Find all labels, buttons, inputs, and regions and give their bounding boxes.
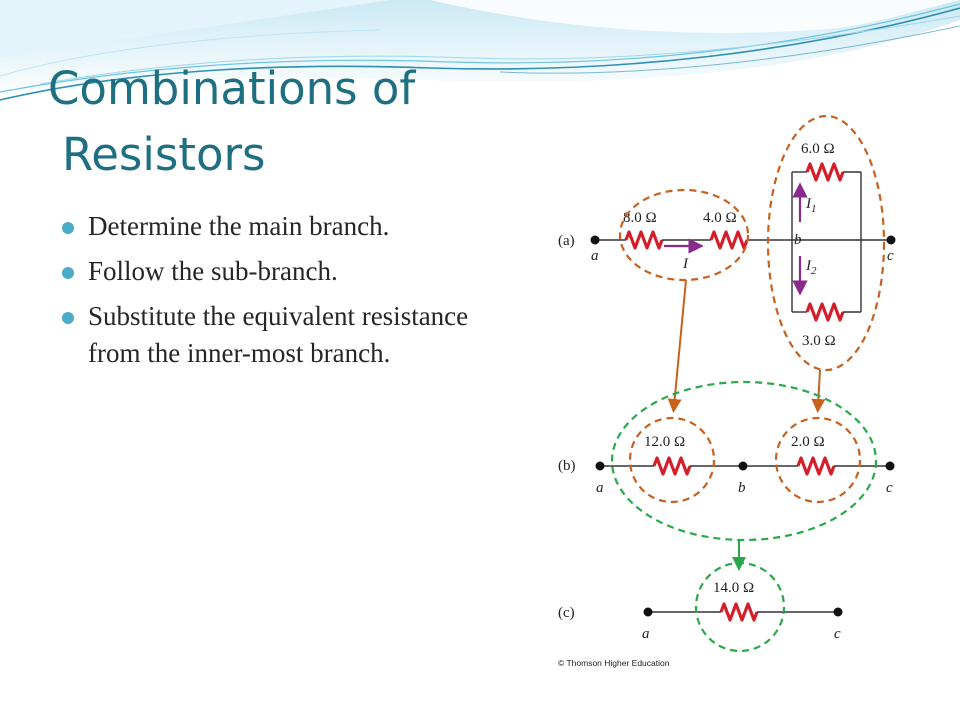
- resistor-12-circle: [628, 416, 716, 504]
- title-line-1: Combinations of: [48, 62, 416, 115]
- panel-label-c: (c): [558, 605, 575, 621]
- node-c-label: c: [886, 480, 893, 496]
- current-i1-label: I1: [805, 196, 817, 215]
- node-c: [885, 461, 895, 471]
- resistor-2-circle: [774, 416, 862, 504]
- bullet-item: Follow the sub-branch.: [62, 253, 482, 290]
- bullet-text: Determine the main branch.: [88, 211, 390, 241]
- panel-label-b: (b): [558, 458, 576, 474]
- node-a: [643, 607, 653, 617]
- current-i-label: I: [682, 256, 689, 272]
- reduction-arrow-series: [667, 279, 687, 413]
- node-a: [595, 461, 605, 471]
- node-a-label: a: [596, 480, 604, 496]
- label-3-ohm: 3.0 Ω: [802, 333, 836, 349]
- bullet-list: Determine the main branch. Follow the su…: [62, 208, 482, 380]
- label-14-ohm: 14.0 Ω: [713, 580, 754, 596]
- series-group-ellipse-green: [610, 380, 878, 542]
- series-group-ellipse: [618, 188, 750, 282]
- figure-credit: © Thomson Higher Education: [558, 658, 670, 668]
- current-i2-label: I2: [805, 258, 817, 277]
- node-a: [590, 235, 600, 245]
- label-2-ohm: 2.0 Ω: [791, 434, 825, 450]
- node-c: [833, 607, 843, 617]
- resistor-2-ohm: [796, 456, 836, 476]
- node-c: [886, 235, 896, 245]
- node-c-label: c: [834, 626, 841, 642]
- bullet-item: Determine the main branch.: [62, 208, 482, 245]
- node-b: [738, 461, 748, 471]
- label-12-ohm: 12.0 Ω: [644, 434, 685, 450]
- reduction-arrow-parallel: [811, 369, 826, 413]
- bullet-dot-icon: [62, 222, 74, 234]
- node-b-label: b: [794, 232, 802, 248]
- bullet-dot-icon: [62, 312, 74, 324]
- resistor-4-ohm: [709, 230, 749, 250]
- label-8-ohm: 8.0 Ω: [623, 210, 657, 226]
- bullet-text: Substitute the equivalent resistance fro…: [88, 301, 469, 368]
- circuit-a: (a) 8.0 Ω 4.0 Ω 6.0 Ω 3.0 Ω a b c I I1 I…: [558, 114, 896, 372]
- label-6-ohm: 6.0 Ω: [801, 141, 835, 157]
- resistor-12-ohm: [652, 456, 692, 476]
- parallel-group-ellipse: [766, 114, 886, 372]
- resistor-8-ohm: [624, 230, 664, 250]
- bullet-dot-icon: [62, 267, 74, 279]
- label-4-ohm: 4.0 Ω: [703, 210, 737, 226]
- circuit-c: (c) 14.0 Ω a c: [558, 561, 843, 653]
- resistor-6-ohm: [805, 162, 845, 182]
- resistor-circuit-figure: (a) 8.0 Ω 4.0 Ω 6.0 Ω 3.0 Ω a b c I I1 I…: [556, 110, 902, 672]
- node-a-label: a: [591, 248, 599, 264]
- title-line-2: Resistors: [62, 128, 266, 181]
- resistor-14-ohm: [719, 602, 759, 622]
- equivalent-circle: [694, 561, 786, 653]
- resistor-3-ohm: [805, 302, 845, 322]
- bullet-item: Substitute the equivalent resistance fro…: [62, 298, 482, 372]
- bullet-text: Follow the sub-branch.: [88, 256, 338, 286]
- node-c-label: c: [887, 248, 894, 264]
- circuit-b: (b) 12.0 Ω 2.0 Ω a b c: [558, 380, 895, 542]
- panel-label-a: (a): [558, 233, 575, 249]
- node-a-label: a: [642, 626, 650, 642]
- slide-title: Combinations of Resistors: [48, 56, 415, 188]
- node-b-label: b: [738, 480, 746, 496]
